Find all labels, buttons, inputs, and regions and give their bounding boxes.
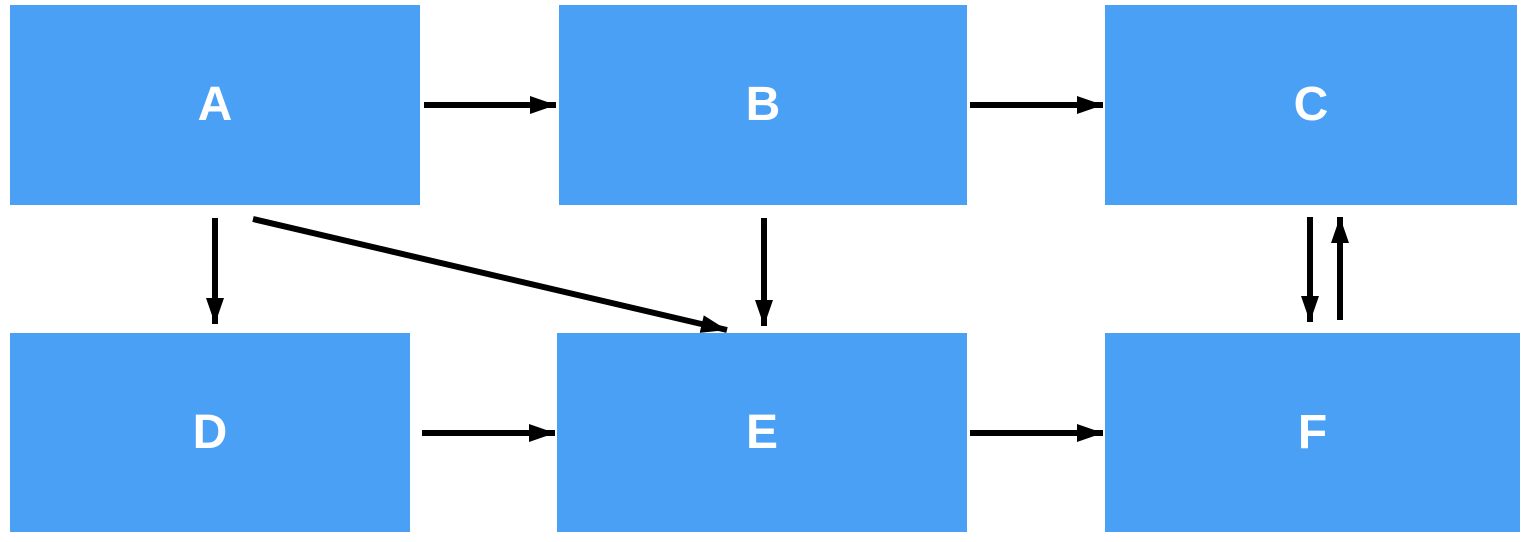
node-f-label: F [1297,405,1328,459]
node-e-label: E [745,405,778,459]
node-b: B [559,5,967,205]
node-d-label: D [192,405,228,459]
edge-A-to-E [252,216,728,333]
node-c-label: C [1293,78,1329,131]
node-d: D [10,333,410,532]
node-f: F [1105,333,1520,532]
node-a-label: A [197,78,233,131]
node-b-label: B [745,78,781,131]
node-a: A [10,5,420,205]
node-c: C [1105,5,1517,205]
node-e: E [557,333,967,532]
